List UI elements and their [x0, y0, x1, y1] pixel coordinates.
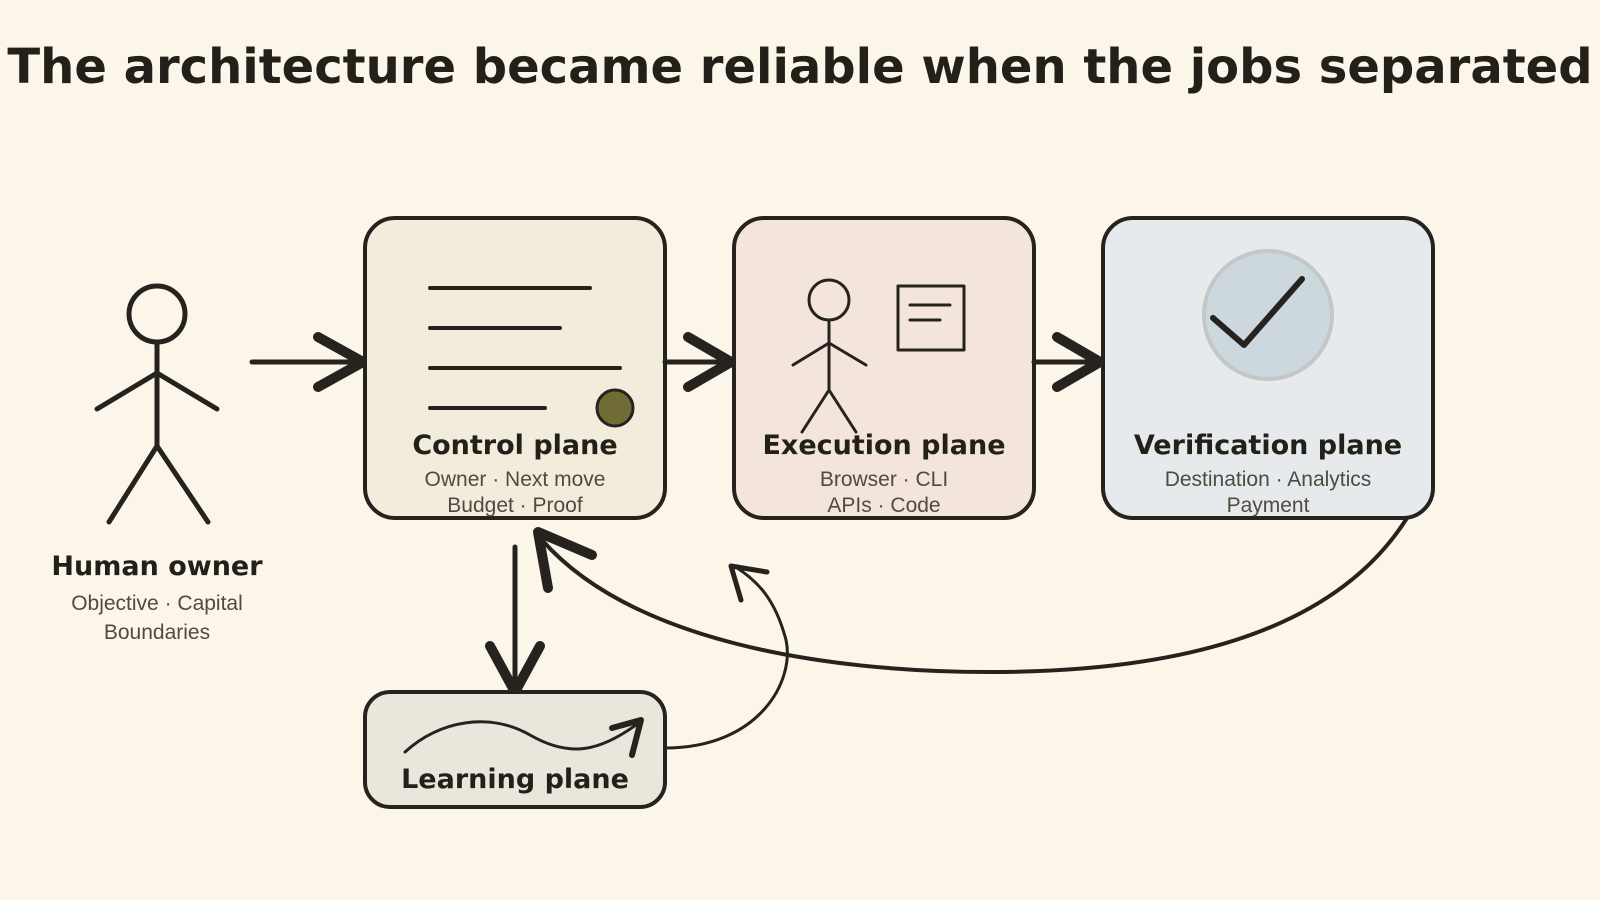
verification-plane-box: Verification plane Destination · Analyti… [1101, 216, 1435, 520]
arrow-learning-to-execution [663, 563, 789, 750]
human-owner-node: Human owner Objective · Capital Boundari… [51, 283, 263, 644]
document-lines-icon [428, 286, 622, 410]
human-owner-label: Human owner [51, 551, 263, 582]
page-title: The architecture became reliable when th… [7, 39, 1592, 95]
checkmark-circle-icon [1202, 249, 1334, 381]
execution-plane-label: Execution plane [762, 430, 1005, 461]
control-plane-desc-line2: Budget · Proof [447, 494, 583, 517]
control-plane-desc-line1: Owner · Next move [425, 468, 606, 491]
execution-plane-desc-line1: Browser · CLI [820, 468, 948, 491]
control-plane-box: Control plane Owner · Next move Budget ·… [363, 216, 667, 520]
stick-figure-icon [94, 283, 220, 525]
verification-plane-label: Verification plane [1134, 430, 1402, 461]
status-dot-icon [595, 388, 635, 428]
execution-plane-desc-line2: APIs · Code [827, 494, 940, 517]
arrow-human-to-control [249, 332, 368, 392]
person-and-document-icon [791, 278, 966, 434]
human-owner-desc-line1: Objective · Capital [71, 592, 243, 615]
verification-plane-desc-line2: Payment [1227, 494, 1310, 517]
arrow-verification-to-control [533, 516, 1409, 674]
verification-plane-desc-line1: Destination · Analytics [1165, 468, 1372, 491]
wave-arrow-icon [403, 717, 644, 758]
control-plane-label: Control plane [412, 430, 617, 461]
learning-plane-box: Learning plane [363, 690, 667, 809]
execution-plane-box: Execution plane Browser · CLI APIs · Cod… [732, 216, 1036, 520]
human-owner-desc-line2: Boundaries [104, 621, 210, 644]
arrow-execution-to-verification [1031, 332, 1105, 392]
arrow-control-to-learning [485, 544, 545, 697]
arrow-control-to-execution [662, 332, 736, 392]
learning-plane-label: Learning plane [401, 764, 629, 795]
